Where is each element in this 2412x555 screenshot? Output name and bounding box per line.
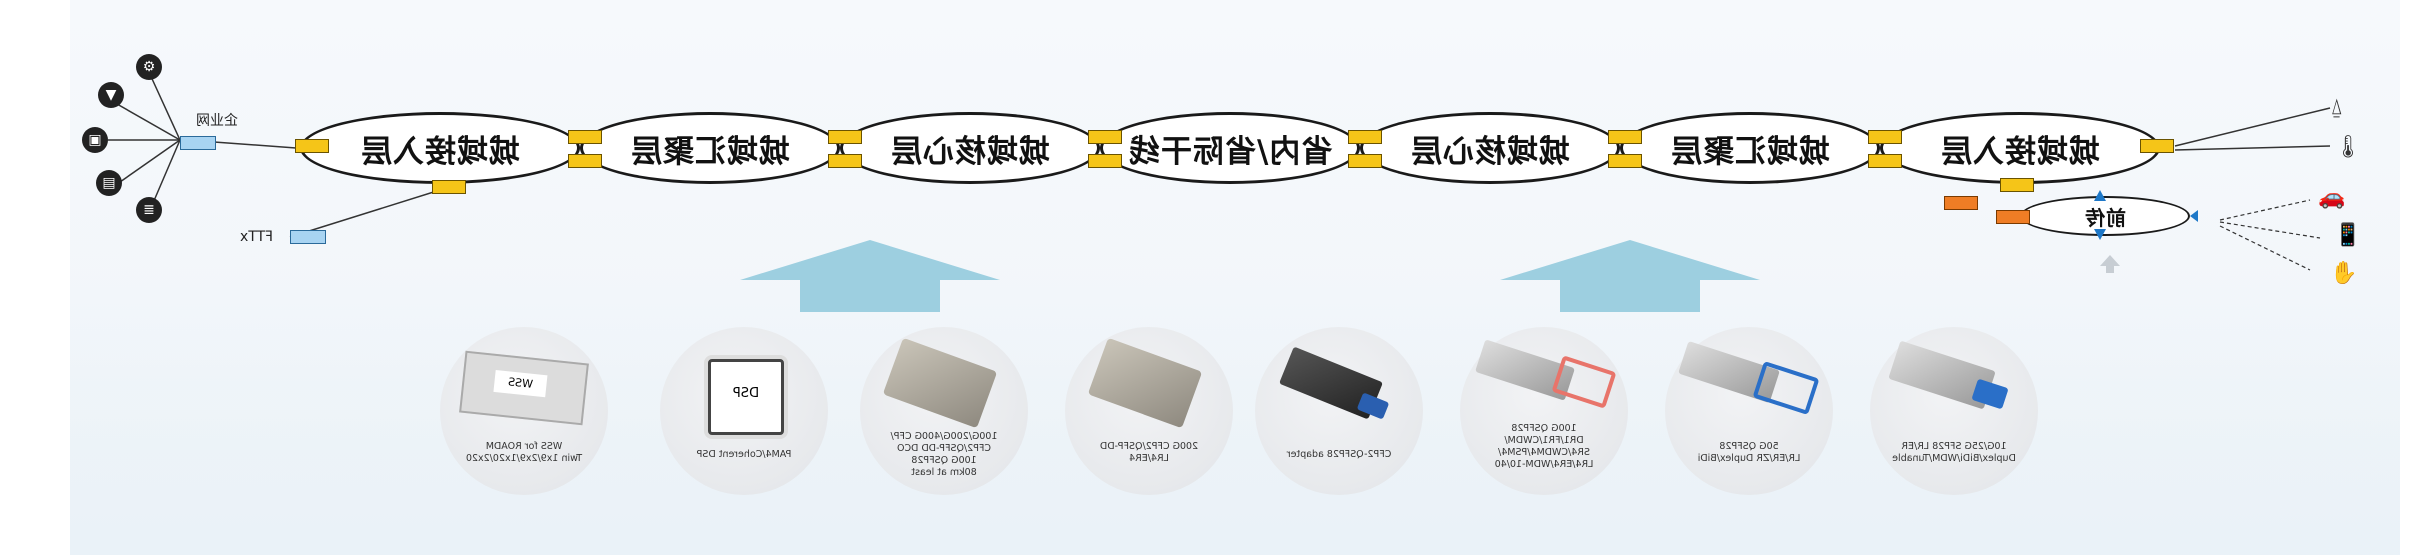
connector [1868,154,1902,168]
connector [1348,154,1382,168]
line-right-2 [2174,145,2331,151]
antenna-tower-icon: ⍙ [2330,95,2344,120]
connector-fronthaul [1996,210,2030,224]
connector-fronthaul [1944,196,1978,210]
connector [1868,130,1902,144]
product-caption: 200G CFP2/QSFP-DD LR4/ER4 [1065,441,1233,465]
layer-core-right: 城域核心层 [1360,112,1620,184]
caption-line: SR4/CWDM4/PSM4/ [1498,447,1590,458]
thermometer-icon: 🌡 [2334,135,2362,160]
line-antenna [109,99,181,141]
upward-arrow-right [1500,240,1760,312]
dash-2 [2219,221,2321,239]
caption-line: 50G QSFP28 [1719,441,1779,452]
product-pull-tab [1752,360,1820,416]
connector [432,180,466,194]
triangle-marker [2190,210,2198,222]
small-arrow-stem [2106,265,2114,273]
connector [1088,154,1122,168]
product-dco: 100G/200G/400G CFP/ CFP2/QSFP-DD DCO 100… [860,327,1028,495]
line-enterprise [213,141,297,149]
caption-line: 10G/25G SFP28 LR/ER [1901,441,2007,452]
connector [828,130,862,144]
caption-line: 100G/200G/400G CFP/ [890,431,998,442]
caption-line: DR1/FR1/CWDM/ [1504,435,1584,446]
phone-icon: 📱 [2334,223,2362,248]
product-adapter: CFP2-QSFP28 adapter [1255,327,1423,495]
line-network [147,69,181,141]
fttx-label: FTTx [240,229,273,245]
display-icon: ▤ [96,170,122,196]
caption-line: LR4/ER4/WDM-10/40 [1494,459,1594,470]
caption-line: 200G CFP2/QSFP-DD [1099,441,1199,452]
hand-icon: ✋ [2330,261,2358,286]
product-pull-tab [1551,355,1617,409]
layer-core-left: 城域核心层 [840,112,1100,184]
product-wss: WSS WSS for ROADM Twin 1x9/2x9/1x20/2x20 [440,327,608,495]
caption-line: PAM4/Coherent DSP [696,449,792,460]
connector [1348,130,1382,144]
dash-3 [2219,225,2311,271]
line-display [119,139,181,183]
dash-1 [2219,199,2311,221]
fttx-device [290,230,326,244]
connector [1088,130,1122,144]
product-dsp: DSP PAM4/Coherent DSP [660,327,828,495]
product-caption: PAM4/Coherent DSP [660,449,828,461]
caption-line: WSS for ROADM [485,441,563,452]
server-icon: ≣ [136,197,162,223]
caption-line: 80km at least [911,467,977,478]
car-icon: 🚗 [2318,185,2346,210]
chip-label: DSP [732,386,760,401]
antenna-icon: ▼ [98,82,124,108]
connector [568,130,602,144]
product-caption: 50G QSFP28 LR/ER/ZR Duplex/BiDi [1665,441,1833,465]
layer-backbone: 省内/省际干线 [1100,112,1360,184]
connector [1608,130,1642,144]
layer-access-left: 城域接入层 [300,112,580,184]
enterprise-label: 企业网 [196,113,238,129]
monitor-icon: ▣ [82,127,108,153]
product-caption: CFP2-QSFP28 adapter [1255,449,1423,461]
connector [828,154,862,168]
connector [1608,154,1642,168]
product-100g-qsfp28: 100G QSFP28 DR1/FR1/CWDM/ SR4/CWDM4/PSM4… [1460,327,1628,495]
caption-line: 100G QSFP28 [911,455,977,466]
product-image [1087,337,1203,429]
product-sfp28: 10G/25G SFP28 LR/ER Duplex/BiDi/WDM/Tuna… [1870,327,2038,495]
small-arrow [2100,255,2120,266]
layer-aggregation-right: 城域汇聚层 [1620,112,1880,184]
connector [295,139,329,153]
line-fttx [289,189,441,238]
caption-line: Twin 1x9/2x9/1x20/2x20 [465,453,583,464]
product-caption: 100G/200G/400G CFP/ CFP2/QSFP-DD DCO 100… [860,431,1028,479]
caption-line: CFP2-QSFP28 adapter [1286,449,1392,460]
caption-line: 100G QSFP28 [1511,423,1577,434]
product-50g-qsfp28: 50G QSFP28 LR/ER/ZR Duplex/BiDi [1665,327,1833,495]
connector [568,154,602,168]
enterprise-device [180,136,216,150]
connector [2000,178,2034,192]
line-right-1 [2174,107,2331,147]
caption-line: Duplex/BiDi/WDM/Tunable [1892,453,2016,464]
chip-label: WSS [493,369,548,398]
layer-aggregation-left: 城域汇聚层 [580,112,840,184]
triangle-marker [2094,229,2106,240]
caption-line: LR4/ER4 [1129,453,1169,464]
caption-line: CFP2/QSFP-DD DCO [896,443,992,454]
caption-line: LR/ER/ZR Duplex/BiDi [1697,453,1801,464]
product-image: DSP [708,359,784,435]
network-icon: ⚙ [136,54,162,80]
product-caption: 10G/25G SFP28 LR/ER Duplex/BiDi/WDM/Tuna… [1870,441,2038,465]
product-caption: WSS for ROADM Twin 1x9/2x9/1x20/2x20 [440,441,608,465]
product-image [882,337,998,429]
product-image: WSS [459,350,589,426]
upward-arrow-left [740,240,1000,312]
product-caption: 100G QSFP28 DR1/FR1/CWDM/ SR4/CWDM4/PSM4… [1460,423,1628,471]
connector [2140,139,2174,153]
triangle-marker [2094,190,2106,201]
product-200g: 200G CFP2/QSFP-DD LR4/ER4 [1065,327,1233,495]
